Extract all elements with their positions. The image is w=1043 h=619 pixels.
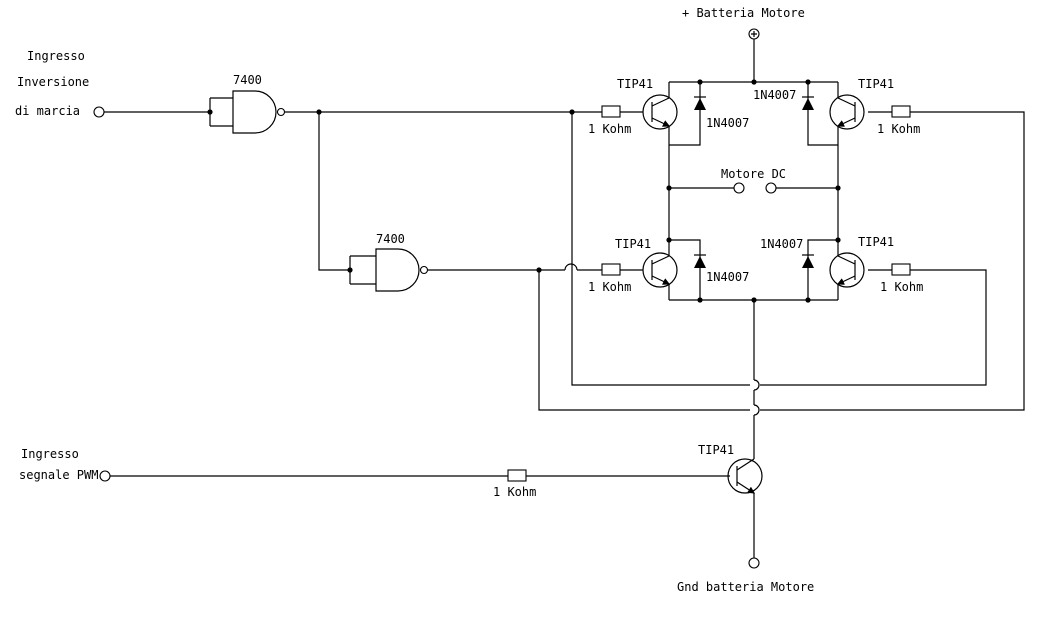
q-bottom-right-label: TIP41 xyxy=(858,235,894,249)
q-top-left-label: TIP41 xyxy=(617,77,653,91)
transistor-bottom-right xyxy=(829,252,865,288)
ground-terminal xyxy=(748,557,760,569)
r-top-right-label: 1 Kohm xyxy=(877,122,920,136)
resistor-top-right xyxy=(891,105,911,118)
ground-label: Gnd batteria Motore xyxy=(677,580,814,594)
diode-bottom-right xyxy=(802,254,814,268)
nand-gate-bottom xyxy=(375,248,429,292)
diode-top-right xyxy=(802,96,814,110)
q-pwm-label: TIP41 xyxy=(698,443,734,457)
d-bottom-right-label: 1N4007 xyxy=(760,237,803,251)
r-bottom-right-label: 1 Kohm xyxy=(880,280,923,294)
diode-bottom-left xyxy=(694,254,706,268)
battery-plus-label: + Batteria Motore xyxy=(682,6,805,20)
resistor-bottom-right xyxy=(891,263,911,276)
d-bottom-left-label: 1N4007 xyxy=(706,270,749,284)
nand-gate-top xyxy=(232,90,286,134)
r-bottom-left-label: 1 Kohm xyxy=(588,280,631,294)
inversion-label-1: Ingresso xyxy=(27,49,85,63)
motor-terminal-left xyxy=(733,182,745,194)
junction-dots xyxy=(207,79,841,303)
d-top-left-label: 1N4007 xyxy=(706,116,749,130)
motor-label: Motore DC xyxy=(721,167,786,181)
r-pwm-label: 1 Kohm xyxy=(493,485,536,499)
battery-plus-terminal xyxy=(748,28,760,40)
pwm-label-1: Ingresso xyxy=(21,447,79,461)
gate-bottom-label: 7400 xyxy=(376,232,405,246)
d-top-right-label: 1N4007 xyxy=(753,88,796,102)
transistor-pwm xyxy=(727,458,763,494)
inversion-label-2: Inversione xyxy=(17,75,89,89)
motor-terminal-right xyxy=(765,182,777,194)
inversion-input-terminal xyxy=(93,106,105,118)
transistor-top-left xyxy=(642,94,678,130)
resistor-bottom-left xyxy=(601,263,621,276)
transistor-bottom-left xyxy=(642,252,678,288)
pwm-label-2: segnale PWM xyxy=(19,468,98,482)
resistor-top-left xyxy=(601,105,621,118)
q-bottom-left-label: TIP41 xyxy=(615,237,651,251)
r-top-left-label: 1 Kohm xyxy=(588,122,631,136)
diode-top-left xyxy=(694,96,706,110)
resistor-pwm xyxy=(507,469,527,482)
pwm-input-terminal xyxy=(99,470,111,482)
inversion-label-3: di marcia xyxy=(15,104,80,118)
q-top-right-label: TIP41 xyxy=(858,77,894,91)
transistor-top-right xyxy=(829,94,865,130)
gate-top-label: 7400 xyxy=(233,73,262,87)
